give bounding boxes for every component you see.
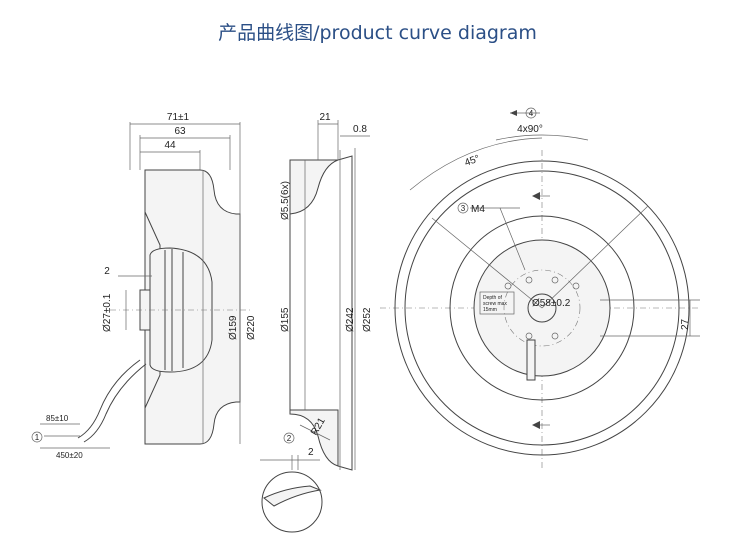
dim-450: 450±20 <box>56 451 83 460</box>
cable-gland <box>526 339 536 381</box>
dim-45: 45° <box>463 153 481 169</box>
airflow-arrow <box>532 192 540 200</box>
blade-circle <box>449 215 635 401</box>
mount-hole <box>572 282 580 290</box>
arrow-head <box>510 110 517 116</box>
callout-circle-2 <box>283 432 295 444</box>
callout-4-label: 4 <box>529 109 534 118</box>
side-view: 71±1 63 44 2 Ø27±0.1 Ø159 Ø220 85±10 450… <box>31 112 257 460</box>
dim-252: Ø252 <box>362 307 373 332</box>
inner-ring <box>404 170 680 446</box>
dim-2: 2 <box>104 266 110 277</box>
dim-155: Ø155 <box>280 307 291 332</box>
arc-4x90 <box>495 134 589 141</box>
detail-magnifier <box>261 471 323 533</box>
dim-27-front: 27 <box>680 318 691 330</box>
leader-m4 <box>499 207 526 271</box>
callout-circle-1 <box>31 431 43 443</box>
cable <box>83 363 147 443</box>
mount-hole <box>551 332 559 340</box>
mount-hole <box>504 282 512 290</box>
arc-45 <box>409 137 543 191</box>
outer-ring <box>394 160 690 456</box>
depth-note-line: screw max <box>483 301 507 307</box>
front-view: 4 4x90° 45° 3 M4 Ø58±0.2 27 Depth of scr… <box>380 107 700 470</box>
dim-21: 21 <box>319 112 331 123</box>
mount-hole <box>551 276 559 284</box>
dim-4x90: 4x90° <box>517 124 543 135</box>
callout-2-label: 2 <box>287 434 292 443</box>
depth-note-line: Depth of <box>483 295 503 301</box>
mount-hole <box>525 276 533 284</box>
dim-m4: M4 <box>471 204 485 215</box>
dim-242: Ø242 <box>345 307 356 332</box>
dim-2b: 2 <box>308 447 314 458</box>
dim-58: Ø58±0.2 <box>532 298 571 309</box>
mount-hole <box>525 332 533 340</box>
dim-71: 71±1 <box>167 112 190 123</box>
angle-line <box>431 217 543 309</box>
detail-profile <box>263 485 322 507</box>
dim-220: Ø220 <box>246 315 257 340</box>
shroud-profile <box>337 155 353 471</box>
bolt-circle <box>503 269 581 347</box>
section-view: 21 0.8 Ø5.5(6x) Ø155 Ø242 Ø252 R21 2 2 <box>260 112 373 533</box>
dim-44: 44 <box>164 140 176 151</box>
depth-note-box <box>479 291 515 315</box>
dim-55: Ø5.5(6x) <box>280 181 291 220</box>
airflow-arrow <box>532 421 540 429</box>
angle-line <box>541 205 649 309</box>
dim-27: Ø27±0.1 <box>102 293 113 332</box>
dim-63: 63 <box>174 126 186 137</box>
depth-note-line: 15mm <box>483 307 497 313</box>
dim-08: 0.8 <box>353 124 367 135</box>
cable <box>77 359 141 439</box>
dim-85: 85±10 <box>46 414 69 423</box>
dim-159: Ø159 <box>228 315 239 340</box>
blade-section-outline <box>289 159 339 215</box>
callout-circle-4 <box>525 107 537 119</box>
center-hub <box>527 293 557 323</box>
blade-section-outline <box>289 409 339 467</box>
leader-r21 <box>299 424 331 441</box>
callout-3-label: 3 <box>461 204 466 213</box>
page-title: 产品曲线图/product curve diagram <box>218 22 537 44</box>
callout-1-label: 1 <box>35 433 40 442</box>
callout-circle-3 <box>457 202 469 214</box>
